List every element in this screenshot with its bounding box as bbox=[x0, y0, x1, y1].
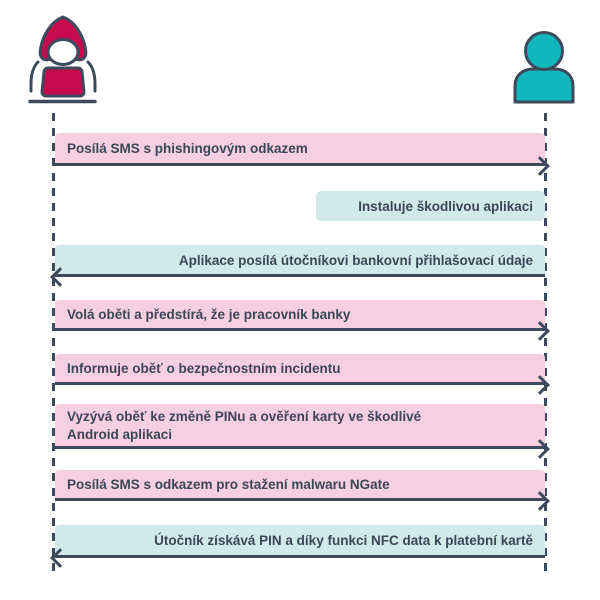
message-row-5: Informuje oběť o bezpečnostním incidentu bbox=[55, 354, 550, 395]
attacker-lifeline bbox=[52, 113, 55, 576]
message-row-7: Posílá SMS s odkazem pro stažení malwaru… bbox=[55, 470, 550, 511]
message-8-label: Útočník získává PIN a díky funkci NFC da… bbox=[55, 525, 545, 555]
message-3-label: Aplikace posílá útočníkovi bankovní přih… bbox=[55, 245, 545, 274]
message-4-arrow bbox=[55, 321, 550, 341]
message-3-arrow bbox=[50, 267, 545, 287]
hacker-with-laptop-icon bbox=[28, 15, 97, 104]
message-2-label: Instaluje škodlivou aplikaci bbox=[316, 191, 545, 221]
message-row-1: Posílá SMS s phishingovým odkazem bbox=[55, 133, 550, 176]
message-7-label: Posílá SMS s odkazem pro stažení malwaru… bbox=[55, 470, 545, 498]
message-row-6: Vyzývá oběť ke změně PINu a ověření kart… bbox=[55, 404, 550, 459]
message-row-3: Aplikace posílá útočníkovi bankovní přih… bbox=[50, 245, 545, 287]
message-1-label: Posílá SMS s phishingovým odkazem bbox=[55, 133, 545, 163]
message-8-arrow bbox=[50, 548, 545, 568]
message-5-label: Informuje oběť o bezpečnostním incidentu bbox=[55, 354, 545, 382]
message-row-4: Volá oběti a předstírá, že je pracovník … bbox=[55, 300, 550, 341]
message-row-2: Instaluje škodlivou aplikaci bbox=[316, 191, 545, 221]
victim-lifeline bbox=[544, 113, 547, 576]
message-6-arrow bbox=[55, 439, 550, 459]
message-7-arrow bbox=[55, 491, 550, 511]
message-6-label: Vyzývá oběť ke změně PINu a ověření kart… bbox=[55, 404, 545, 446]
person-icon bbox=[513, 31, 575, 104]
message-4-label: Volá oběti a předstírá, že je pracovník … bbox=[55, 300, 545, 328]
message-5-arrow bbox=[55, 375, 550, 395]
message-1-arrow bbox=[55, 156, 550, 176]
message-row-8: Útočník získává PIN a díky funkci NFC da… bbox=[50, 525, 545, 568]
